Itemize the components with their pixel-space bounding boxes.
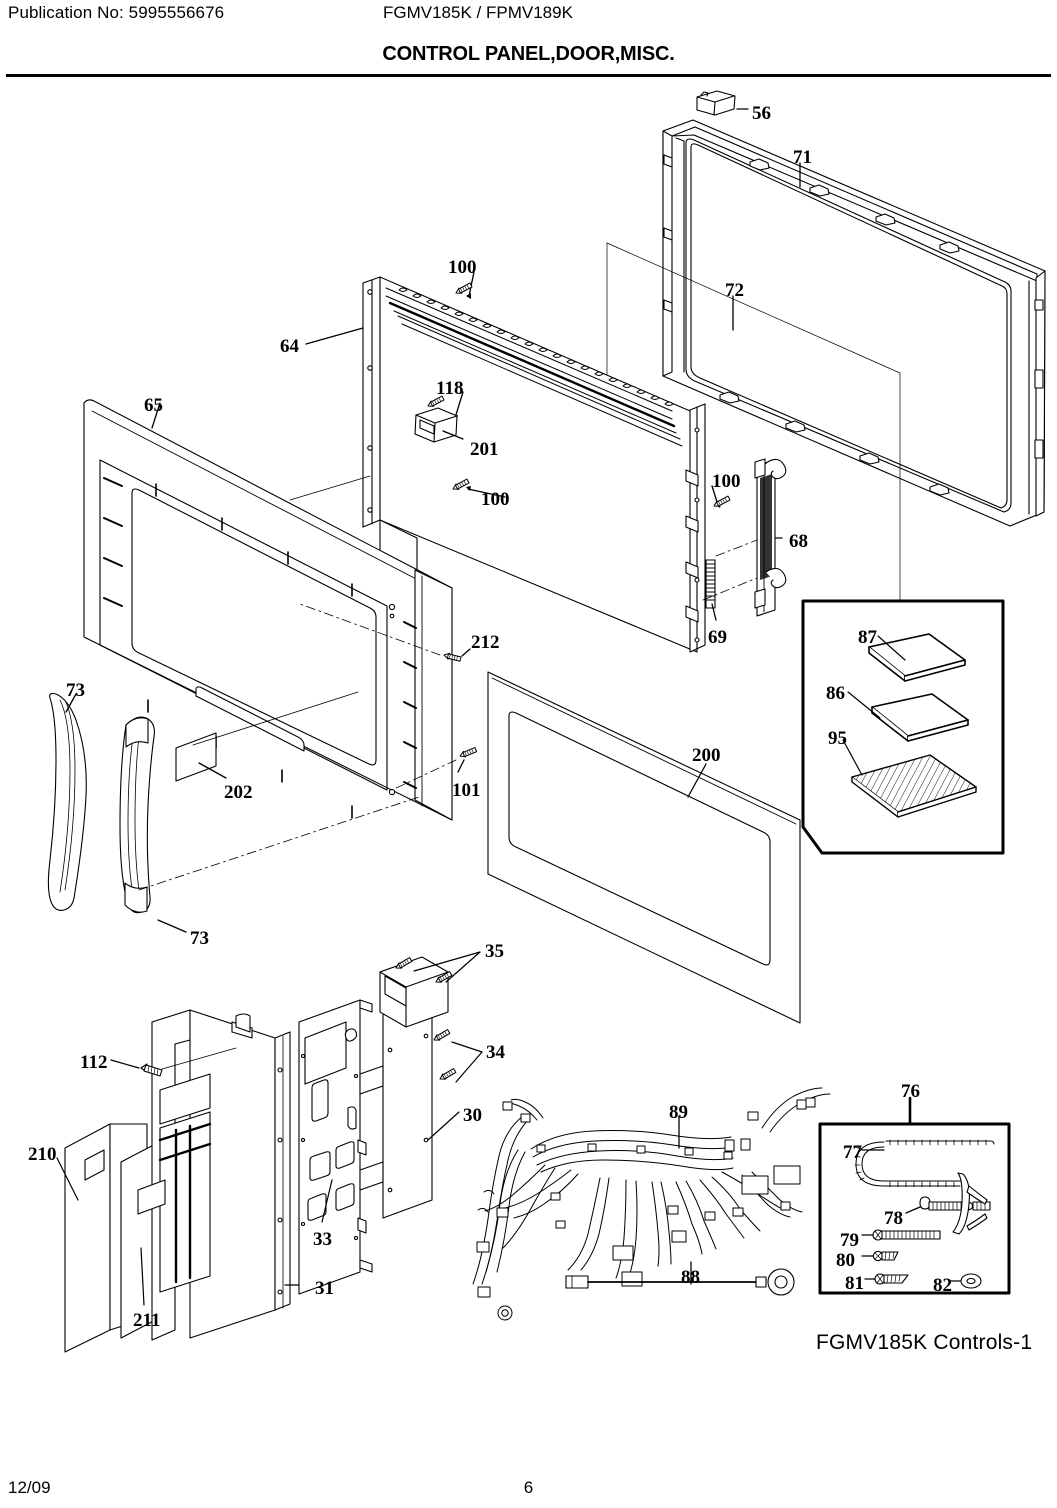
callout-73-a: 73	[66, 680, 85, 701]
publication-number: Publication No: 5995556676	[8, 3, 225, 22]
callout-76: 76	[901, 1081, 920, 1102]
part-filter-panel	[869, 634, 965, 681]
part-flat-washer	[961, 1274, 981, 1288]
callout-95: 95	[828, 728, 847, 749]
figure-caption: FGMV185K Controls-1	[816, 1331, 1033, 1354]
part-outer-door-panel	[84, 400, 452, 820]
callout-112: 112	[80, 1052, 108, 1073]
part-bracket-screw-b	[437, 1067, 457, 1083]
callout-78: 78	[884, 1208, 903, 1229]
callout-35: 35	[485, 941, 504, 962]
callout-81: 81	[845, 1273, 864, 1294]
callout-80: 80	[836, 1250, 855, 1271]
callout-100-a: 100	[448, 257, 477, 278]
callout-201: 201	[470, 439, 499, 460]
part-bracket-screw-a	[431, 1028, 451, 1044]
page-title: CONTROL PANEL,DOOR,MISC.	[382, 43, 675, 65]
callout-65: 65	[144, 395, 163, 416]
part-panel-screw	[141, 1064, 162, 1076]
part-door-spring	[706, 560, 715, 608]
part-handle-trim	[176, 733, 216, 781]
part-door-handle-a	[48, 694, 86, 911]
callout-33: 33	[313, 1229, 332, 1250]
callout-89: 89	[669, 1102, 688, 1123]
callout-87: 87	[858, 627, 877, 648]
part-control-panel-body	[138, 1010, 290, 1340]
part-door-glass-panel	[488, 672, 800, 1023]
callout-210: 210	[28, 1144, 57, 1165]
part-charcoal-filter	[872, 694, 968, 741]
model-numbers: FGMV185K / FPMV189K	[383, 3, 573, 22]
part-handle-screw	[458, 746, 478, 760]
part-toggle-bolt	[920, 1173, 990, 1234]
part-ground-wire	[566, 1269, 794, 1295]
callout-64: 64	[280, 336, 299, 357]
callout-71: 71	[793, 147, 812, 168]
callout-212: 212	[471, 632, 500, 653]
callout-31: 31	[315, 1278, 334, 1299]
callout-30: 30	[463, 1105, 482, 1126]
part-mounting-template	[855, 1140, 994, 1187]
callout-100-c: 100	[712, 471, 741, 492]
part-door-seal-frame	[663, 120, 1045, 526]
callout-69: 69	[708, 627, 727, 648]
part-mounting-bracket	[360, 992, 432, 1218]
callout-202: 202	[224, 782, 253, 803]
callout-101: 101	[452, 780, 481, 801]
part-control-panel-frame	[299, 1000, 372, 1294]
callout-86: 86	[826, 683, 845, 704]
part-door-latch-body	[415, 408, 457, 442]
callout-77: 77	[843, 1142, 862, 1163]
page-number: 6	[523, 1478, 534, 1497]
callout-34: 34	[486, 1042, 505, 1063]
callout-68: 68	[789, 531, 808, 552]
part-door-hook-assembly	[755, 459, 786, 616]
header-rule	[6, 74, 1051, 77]
part-wire-harness	[473, 1088, 830, 1320]
callout-79: 79	[840, 1230, 859, 1251]
part-door-stop-block	[697, 91, 735, 115]
callout-88: 88	[681, 1267, 700, 1288]
part-grease-filter	[852, 755, 976, 817]
callout-73-b: 73	[190, 928, 209, 949]
callout-100-b: 100	[481, 489, 510, 510]
callout-56: 56	[752, 103, 771, 124]
part-door-handle-b	[120, 717, 154, 913]
callout-82: 82	[933, 1275, 952, 1296]
part-long-machine-screw	[873, 1230, 940, 1240]
part-short-screw	[873, 1251, 898, 1260]
callout-72: 72	[725, 280, 744, 301]
callout-200: 200	[692, 745, 721, 766]
callout-211: 211	[133, 1310, 161, 1331]
callout-118: 118	[436, 378, 464, 399]
revision-date: 12/09	[8, 1478, 51, 1497]
part-wood-screw	[875, 1274, 908, 1284]
part-control-board	[380, 957, 448, 1027]
